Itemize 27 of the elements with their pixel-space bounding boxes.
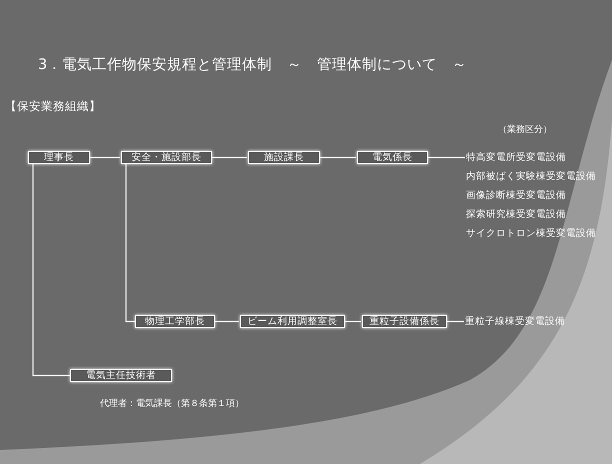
connector-line xyxy=(212,156,247,158)
facility-text: 内部被ばく実験棟受変電設備 xyxy=(466,170,596,183)
connector-line xyxy=(32,164,70,376)
role-box: 施設課長 xyxy=(248,151,320,164)
role-box: 電気主任技術者 xyxy=(70,369,172,382)
role-box: 重粒子設備係長 xyxy=(362,315,447,328)
facility-text: 重粒子線棟受変電設備 xyxy=(465,315,565,328)
role-box: 物理工学部長 xyxy=(135,315,215,328)
role-box: 理事長 xyxy=(28,151,90,164)
connector-line xyxy=(125,164,135,322)
facility-text: 探索研究棟受変電設備 xyxy=(466,208,566,221)
facility-text: 特高変電所受変電設備 xyxy=(466,151,566,164)
slide-title: 3．電気工作物保安規程と管理体制 ～ 管理体制について ～ xyxy=(38,56,468,74)
role-box: ビーム利用調整室長 xyxy=(240,315,345,328)
connector-line xyxy=(215,320,239,322)
connector-line xyxy=(90,156,120,158)
column-heading: （業務区分） xyxy=(498,124,552,136)
role-box: 安全・施設部長 xyxy=(121,151,212,164)
connector-line xyxy=(320,156,356,158)
connector-line xyxy=(447,320,464,322)
facility-text: 画像診断棟受変電設備 xyxy=(466,189,566,202)
facility-text: サイクロトロン棟受変電設備 xyxy=(466,227,596,240)
connector-line xyxy=(345,320,361,322)
note-text: 代理者：電気課長（第８条第１項） xyxy=(100,398,244,410)
connector-line xyxy=(428,156,465,158)
section-heading: 【保安業務組織】 xyxy=(5,99,101,114)
role-box: 電気係長 xyxy=(357,151,428,164)
